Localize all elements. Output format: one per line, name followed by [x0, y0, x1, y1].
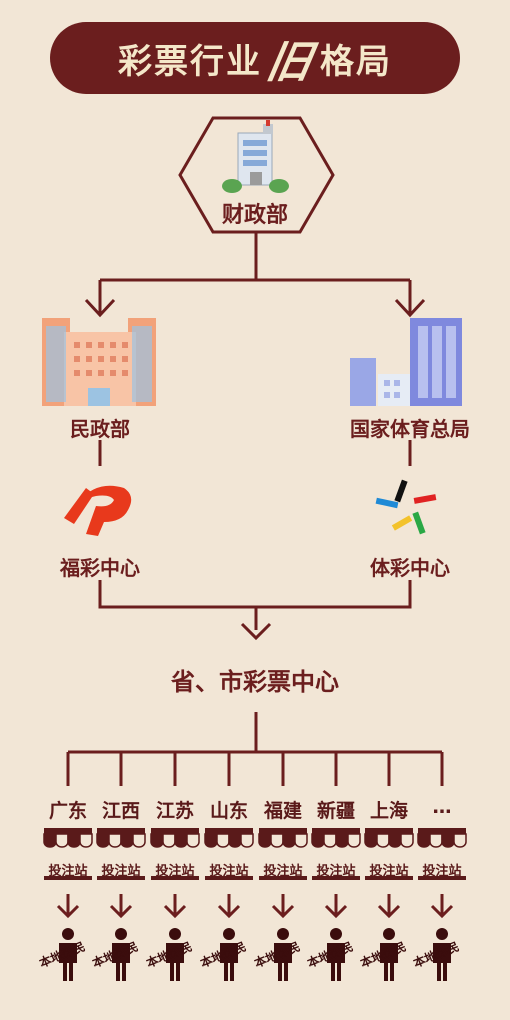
- betting-store-label: 投注站: [422, 864, 462, 879]
- down-arrow-icon: [56, 894, 80, 919]
- sports-lottery-logo-icon: [375, 479, 437, 535]
- province-label: 江西: [101, 800, 140, 822]
- betting-store-label: 投注站: [369, 864, 409, 879]
- down-arrow-icon: [271, 894, 295, 919]
- civil-affairs-building-icon: [42, 318, 156, 406]
- title-prefix: 彩票行业: [118, 41, 262, 82]
- person-icon: [380, 928, 398, 981]
- sports-lottery-center-label: 体彩中心: [370, 556, 450, 580]
- welfare-lottery-center-label: 福彩中心: [60, 556, 140, 580]
- betting-store-icon: [311, 828, 361, 880]
- person-icon: [274, 928, 292, 981]
- person-icon: [112, 928, 130, 981]
- province-label: 新疆: [316, 800, 355, 822]
- province-label: 江苏: [155, 800, 194, 822]
- person-icon: [220, 928, 238, 981]
- ministry-building-icon: [222, 120, 289, 193]
- betting-store-icon: [364, 828, 414, 880]
- betting-store-label: 投注站: [101, 864, 141, 879]
- provincial-center-label: 省、市彩票中心: [171, 668, 339, 696]
- province-label: 福建: [263, 800, 302, 822]
- province-label: …: [432, 796, 452, 818]
- down-arrow-icon: [217, 894, 241, 919]
- betting-store-icon: [258, 828, 308, 880]
- down-arrow-icon: [324, 894, 348, 919]
- betting-store-label: 投注站: [155, 864, 195, 879]
- betting-store-icon: [204, 828, 254, 880]
- betting-store-icon: [43, 828, 93, 880]
- sports-administration-label: 国家体育总局: [350, 417, 470, 441]
- title-banner: 彩票行业 旧 格局: [50, 22, 460, 94]
- civil-affairs-label: 民政部: [70, 417, 130, 441]
- betting-store-label: 投注站: [48, 864, 88, 879]
- sports-administration-building-icon: [350, 318, 462, 406]
- betting-store-label: 投注站: [263, 864, 303, 879]
- ministry-of-finance-label: 财政部: [221, 203, 288, 228]
- province-label: 上海: [369, 800, 408, 822]
- welfare-lottery-logo-icon: [64, 485, 132, 536]
- betting-store-icon: [417, 828, 467, 880]
- person-icon: [433, 928, 451, 981]
- person-icon: [166, 928, 184, 981]
- down-arrow-icon: [377, 894, 401, 919]
- betting-store-label: 投注站: [316, 864, 356, 879]
- title-suffix: 格局: [320, 41, 392, 82]
- betting-store-icon: [96, 828, 146, 880]
- person-icon: [327, 928, 345, 981]
- person-icon: [59, 928, 77, 981]
- province-label: 山东: [209, 800, 248, 822]
- down-arrow-icon: [430, 894, 454, 919]
- down-arrow-icon: [163, 894, 187, 919]
- betting-store-label: 投注站: [209, 864, 249, 879]
- province-label: 广东: [48, 800, 87, 822]
- down-arrow-icon: [109, 894, 133, 919]
- betting-store-icon: [150, 828, 200, 880]
